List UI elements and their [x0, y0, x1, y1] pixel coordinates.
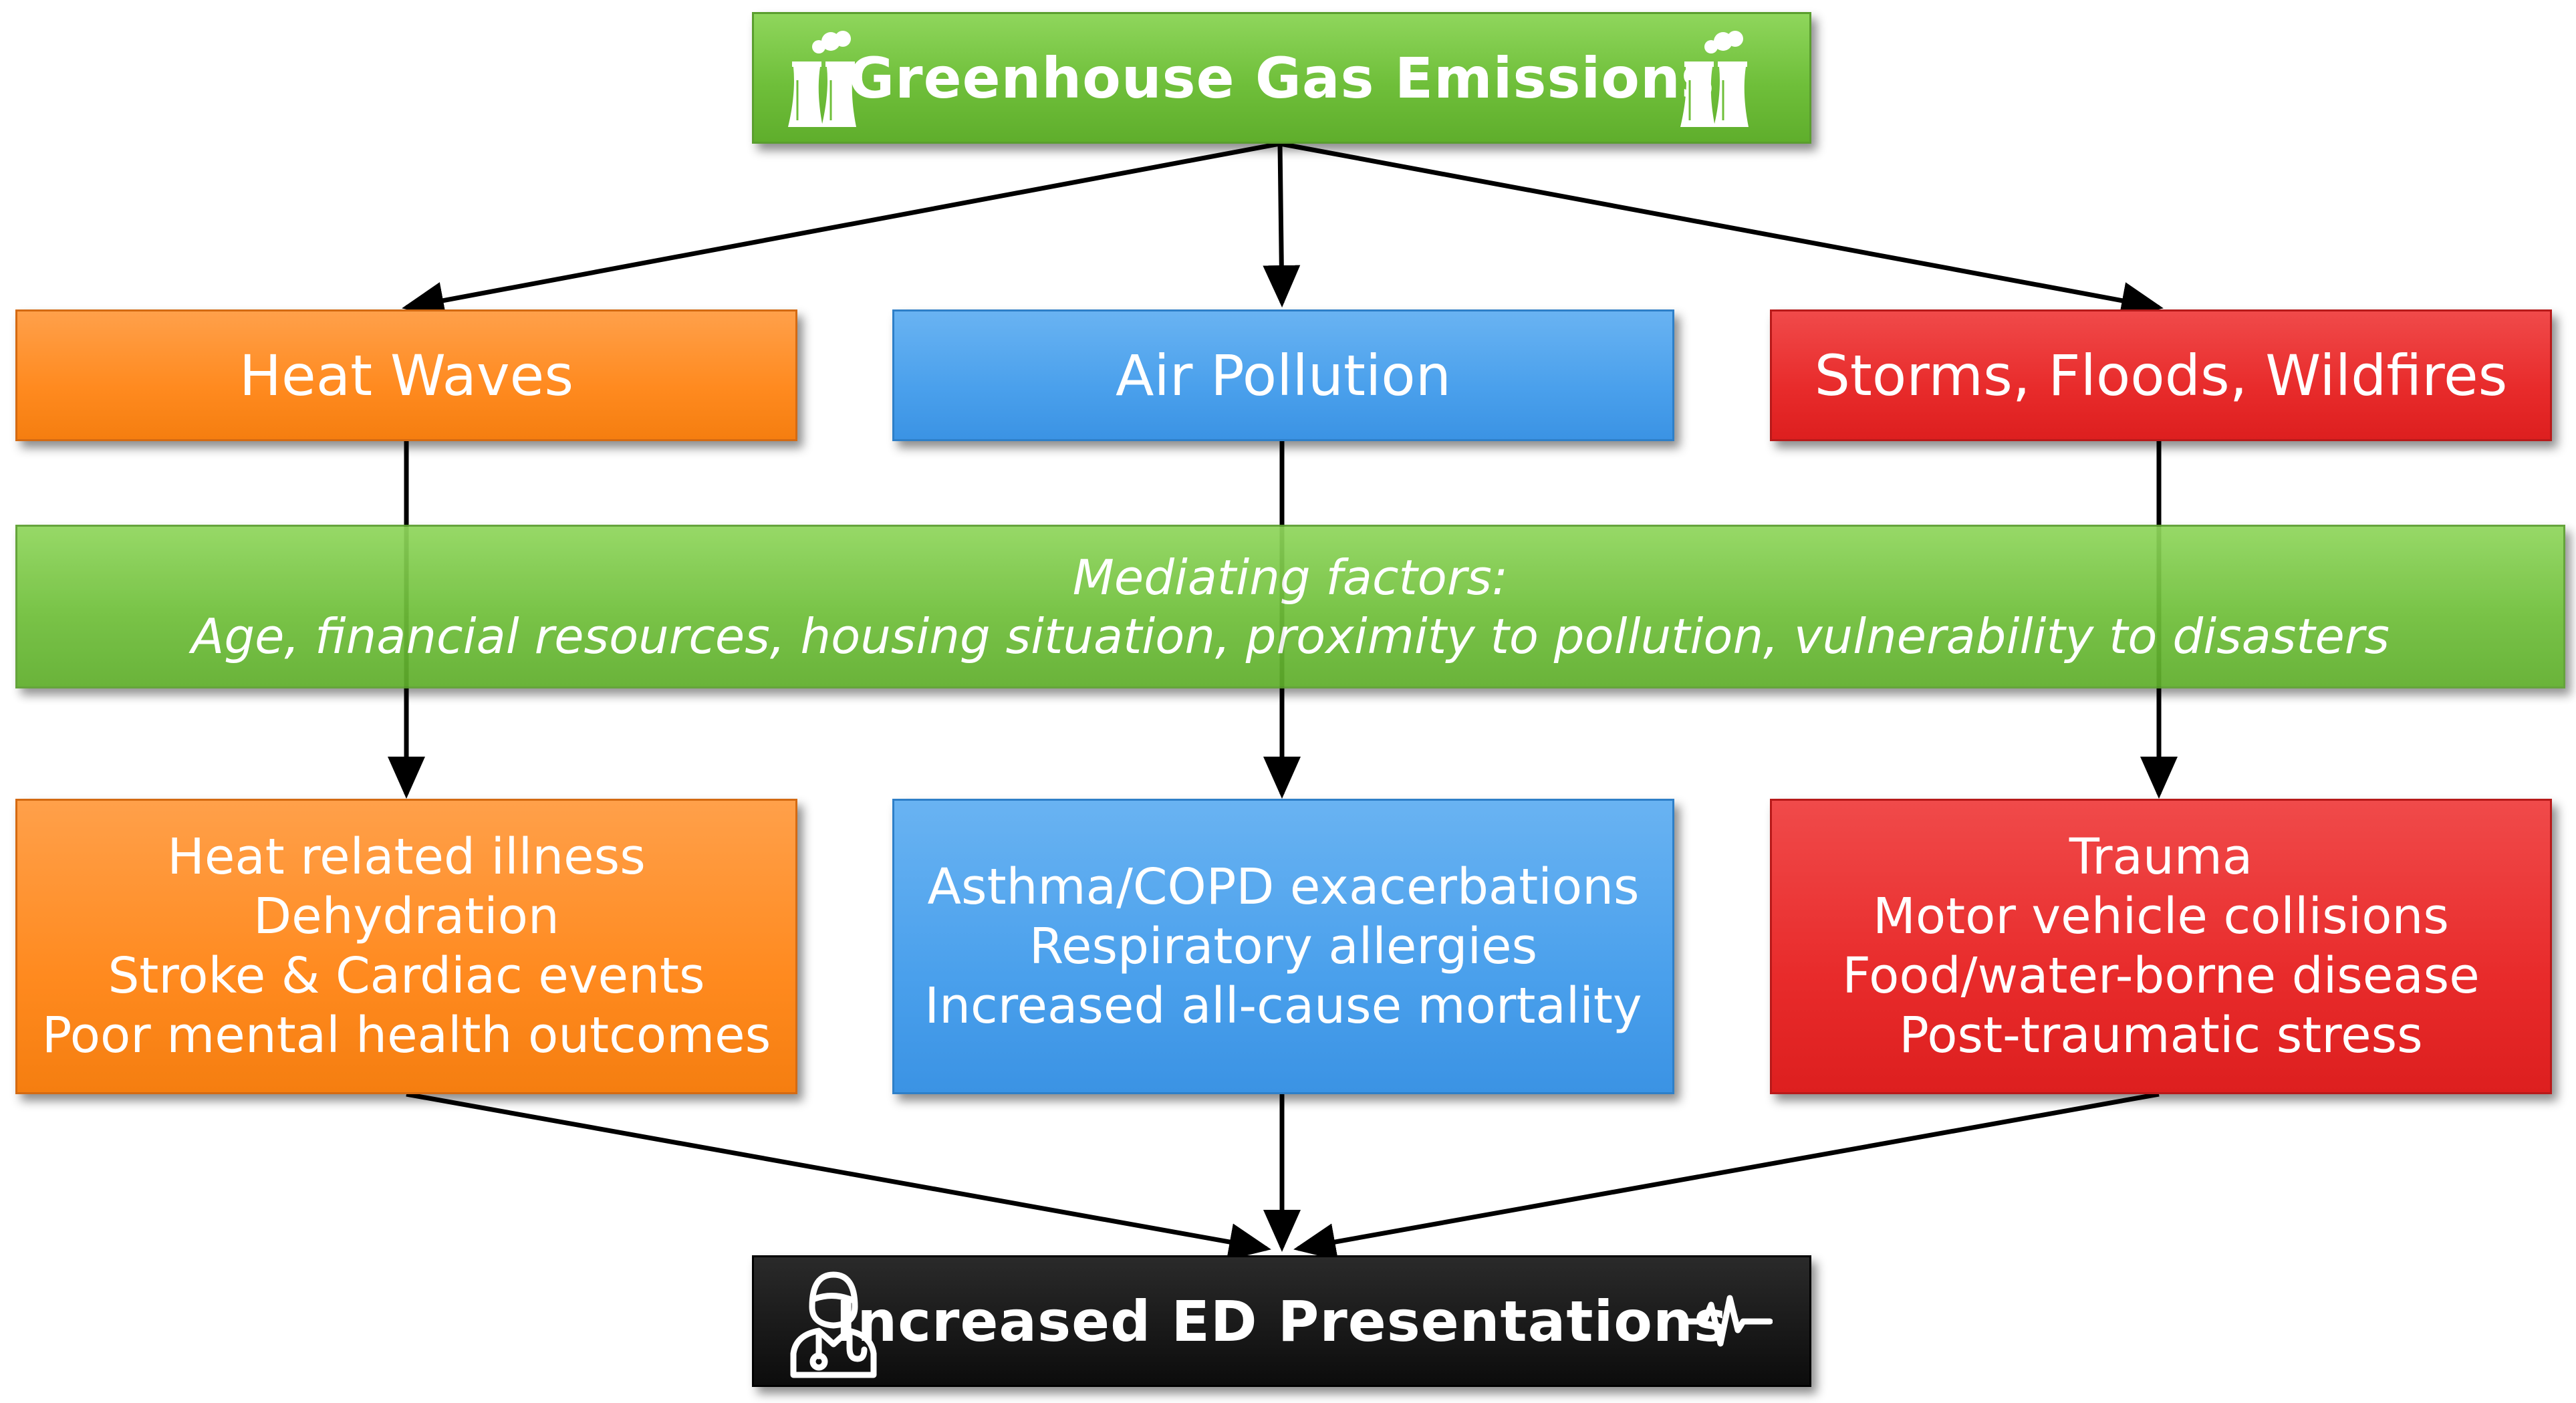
- outcome-air: Asthma/COPD exacerbations Respiratory al…: [892, 799, 1674, 1094]
- outcome-storms-item: Trauma: [2069, 828, 2253, 886]
- category-storms-floods-wildfires: Storms, Floods, Wildfires: [1770, 309, 2552, 441]
- category-heat-waves: Heat Waves: [15, 309, 797, 441]
- arrow-top-to-air: [1263, 143, 1301, 307]
- outcome-air-item: Asthma/COPD exacerbations: [927, 858, 1640, 916]
- bottom-box-label: Increased ED Presentations: [835, 1288, 1728, 1354]
- outcome-air-item: Increased all-cause mortality: [924, 977, 1642, 1035]
- outcome-heat-item: Dehydration: [253, 888, 559, 945]
- category-storms-label: Storms, Floods, Wildfires: [1814, 342, 2508, 408]
- arrow-storms-outcome-to-ed: [1293, 1092, 2160, 1261]
- outcome-heat: Heat related illness Dehydration Stroke …: [15, 799, 797, 1094]
- arrow-heat-outcome-to-ed: [406, 1092, 1271, 1261]
- category-air-pollution-label: Air Pollution: [1116, 342, 1451, 408]
- power-plant-icon: [788, 31, 856, 127]
- mediating-factors-text: Age, financial resources, housing situat…: [191, 608, 2390, 664]
- outcome-storms-item: Motor vehicle collisions: [1873, 888, 2449, 945]
- category-air-pollution: Air Pollution: [892, 309, 1674, 441]
- category-heat-waves-label: Heat Waves: [239, 342, 574, 408]
- doctor-icon: [790, 1271, 877, 1378]
- outcome-heat-item: Stroke & Cardiac events: [108, 947, 705, 1005]
- arrow-top-to-heat: [402, 141, 1281, 320]
- mediating-factors-band: Mediating factors: Age, financial resour…: [15, 525, 2565, 688]
- power-plant-icon: [1680, 31, 1749, 127]
- mediating-factors-heading: Mediating factors:: [1072, 549, 1509, 606]
- bottom-box-ed-presentations: Increased ED Presentations: [752, 1255, 1811, 1387]
- outcome-heat-item: Heat related illness: [167, 828, 646, 886]
- outcome-storms-item: Post-traumatic stress: [1899, 1007, 2423, 1064]
- outcome-heat-item: Poor mental health outcomes: [41, 1007, 771, 1064]
- heartbeat-icon: [1679, 1295, 1773, 1347]
- top-box-greenhouse-gas: Greenhouse Gas Emissions: [752, 12, 1811, 144]
- top-box-label: Greenhouse Gas Emissions: [848, 45, 1715, 111]
- outcome-storms: Trauma Motor vehicle collisions Food/wat…: [1770, 799, 2552, 1094]
- outcome-storms-item: Food/water-borne disease: [1842, 947, 2480, 1005]
- arrow-top-to-storms: [1279, 141, 2164, 320]
- outcome-air-item: Respiratory allergies: [1029, 917, 1538, 975]
